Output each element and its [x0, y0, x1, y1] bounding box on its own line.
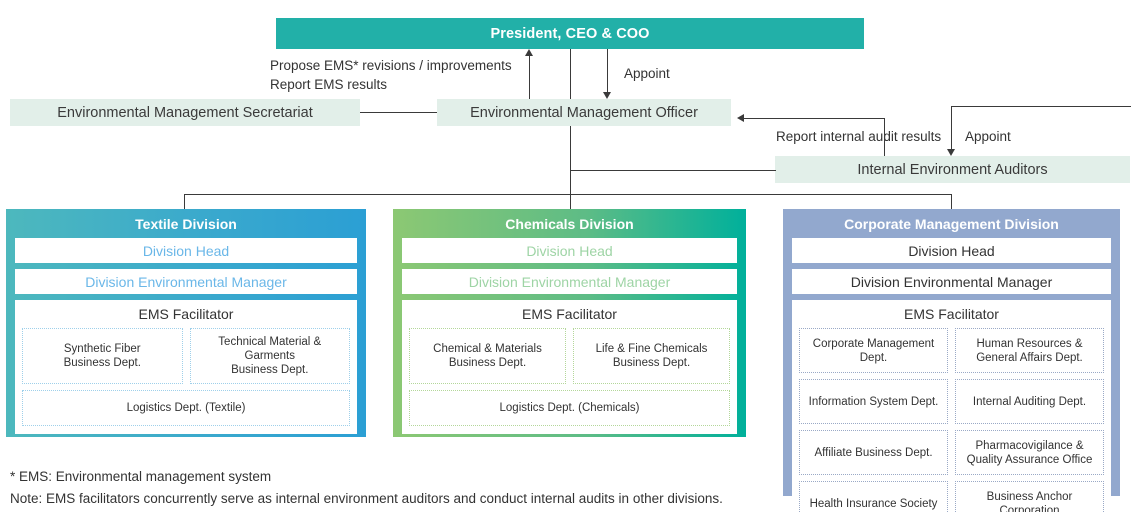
arrowhead-left-to-officer [737, 114, 744, 122]
connector-drop-corporate [951, 194, 952, 210]
dept-row: Logistics Dept. (Textile) [22, 390, 350, 426]
dept-item: Business Anchor Corporation [955, 481, 1104, 512]
connector-auditors-report-riser [884, 118, 885, 156]
division-head-chemicals: Division Head [402, 238, 737, 263]
connector-officer-to-president [529, 56, 530, 99]
connector-appoint-auditors-bus [951, 106, 1131, 107]
connector-secretariat-to-officer [360, 112, 437, 113]
dept-item: Life & Fine Chemicals Business Dept. [573, 328, 730, 384]
dept-item: Affiliate Business Dept. [799, 430, 948, 475]
ems-facilitator-label-textile: EMS Facilitator [138, 306, 234, 322]
dept-item: Chemical & Materials Business Dept. [409, 328, 566, 384]
annotation-report-internal-audit-results: Report internal audit results [776, 129, 942, 144]
ems-facilitator-label-corporate: EMS Facilitator [904, 306, 999, 322]
dept-row: Synthetic Fiber Business Dept. Technical… [22, 328, 350, 384]
dept-row: Logistics Dept. (Chemicals) [409, 390, 730, 426]
footnote-ems-definition: * EMS: Environmental management system [10, 469, 272, 484]
connector-appoint-auditors-drop [951, 106, 952, 149]
arrowhead-down-to-officer [603, 92, 611, 99]
division-title-corporate: Corporate Management Division [844, 215, 1059, 232]
division-card-chemicals: Chemicals Division Division Head Divisio… [393, 209, 746, 437]
dept-item: Synthetic Fiber Business Dept. [22, 328, 183, 384]
ems-block-corporate: EMS Facilitator Corporate Management Dep… [792, 300, 1111, 512]
division-title-chemicals: Chemicals Division [505, 215, 634, 232]
footnote-note: Note: EMS facilitators concurrently serv… [10, 491, 723, 506]
box-environmental-management-officer: Environmental Management Officer [437, 99, 731, 126]
footnotes: * EMS: Environmental management system N… [10, 466, 910, 510]
dept-item: Information System Dept. [799, 379, 948, 424]
connector-appoint-president-to-officer [607, 49, 608, 92]
connector-president-to-officer [570, 49, 571, 99]
arrowhead-down-to-auditors [947, 149, 955, 156]
dept-item: Health Insurance Society [799, 481, 948, 512]
box-president: President, CEO & COO [276, 18, 864, 49]
dept-item: Human Resources & General Affairs Dept. [955, 328, 1104, 373]
annotation-appoint-officer: Appoint [624, 66, 670, 81]
dept-item: Logistics Dept. (Textile) [22, 390, 350, 426]
division-card-corporate-management: Corporate Management Division Division H… [783, 209, 1120, 512]
auditors-label: Internal Environment Auditors [857, 161, 1048, 178]
ems-block-textile: EMS Facilitator Synthetic Fiber Business… [15, 300, 357, 434]
arrowhead-up-to-president [525, 49, 533, 56]
division-title-textile: Textile Division [135, 215, 237, 232]
connector-auditors-report-to-officer [744, 118, 885, 119]
dept-item: Corporate Management Dept. [799, 328, 948, 373]
dept-item: Logistics Dept. (Chemicals) [409, 390, 730, 426]
president-label: President, CEO & COO [490, 25, 650, 42]
dept-row: Affiliate Business Dept. Pharmacovigilan… [799, 430, 1104, 475]
officer-label: Environmental Management Officer [470, 104, 698, 121]
division-env-manager-textile: Division Environmental Manager [15, 269, 357, 294]
dept-row: Corporate Management Dept. Human Resourc… [799, 328, 1104, 373]
annotation-appoint-auditors: Appoint [965, 129, 1011, 144]
dept-item: Internal Auditing Dept. [955, 379, 1104, 424]
dept-row: Chemical & Materials Business Dept. Life… [409, 328, 730, 384]
division-env-manager-corporate: Division Environmental Manager [792, 269, 1111, 294]
dept-item: Pharmacovigilance & Quality Assurance Of… [955, 430, 1104, 475]
division-card-textile: Textile Division Division Head Division … [6, 209, 366, 437]
ems-facilitator-label-chemicals: EMS Facilitator [522, 306, 617, 322]
connector-officer-trunk [570, 126, 571, 210]
division-head-corporate: Division Head [792, 238, 1111, 263]
ems-block-chemicals: EMS Facilitator Chemical & Materials Bus… [402, 300, 737, 434]
connector-division-bus [184, 194, 952, 195]
box-environmental-management-secretariat: Environmental Management Secretariat [10, 99, 360, 126]
connector-drop-textile [184, 194, 185, 210]
dept-row: Information System Dept. Internal Auditi… [799, 379, 1104, 424]
secretariat-label: Environmental Management Secretariat [57, 104, 313, 121]
annotation-propose-ems-revisions: Propose EMS* revisions / improvements Re… [270, 58, 512, 92]
dept-item: Technical Material & Garments Business D… [189, 328, 350, 384]
connector-trunk-to-auditors [570, 170, 776, 171]
box-internal-environment-auditors: Internal Environment Auditors [775, 156, 1130, 183]
dept-row: Health Insurance Society Business Anchor… [799, 481, 1104, 512]
division-env-manager-chemicals: Division Environmental Manager [402, 269, 737, 294]
division-head-textile: Division Head [15, 238, 357, 263]
